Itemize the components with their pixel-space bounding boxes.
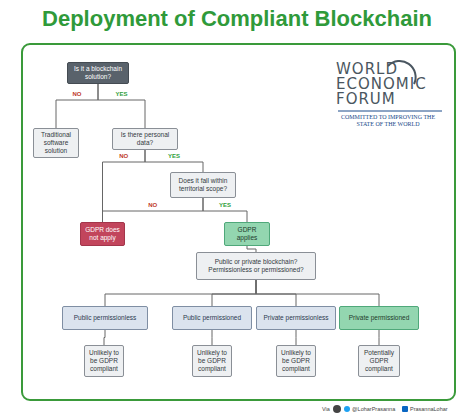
- connector-line: [56, 84, 98, 128]
- outcome-box: Potentially GDPR compliant: [358, 345, 400, 377]
- connector-line: [256, 280, 296, 306]
- outcome-box: Unlikely to be GDPR compliant: [84, 345, 124, 377]
- node-text: Public permissionless: [74, 314, 137, 322]
- connector-line: [203, 198, 247, 222]
- node-text: Does it fall within territorial scope?: [174, 177, 232, 193]
- edge-label: YES: [115, 91, 127, 97]
- connector-line: [104, 330, 105, 345]
- node-text: Private permissionless: [263, 314, 328, 322]
- connector-line: [105, 280, 256, 306]
- connector-line: [103, 198, 204, 222]
- category-box: Private permissioned: [339, 306, 419, 330]
- diagram-title: Deployment of Compliant Blockchain: [0, 6, 474, 32]
- result-box: GDPR does not apply: [80, 222, 125, 246]
- decision-box: Is there personal data?: [112, 128, 178, 150]
- edge-label: NO: [148, 202, 157, 208]
- category-box: Public permissioned: [172, 306, 252, 330]
- node-text: GDPR does not apply: [84, 226, 121, 242]
- credit-text: Via: [322, 406, 334, 412]
- decision-box: Public or private blockchain? Permission…: [196, 252, 316, 280]
- connector-line: [212, 330, 213, 345]
- node-text: Unlikely to be GDPR compliant: [88, 349, 120, 372]
- edge-label: YES: [219, 202, 231, 208]
- category-box: Public permissionless: [62, 306, 148, 330]
- edge-label: NO: [119, 153, 128, 159]
- linkedin-icon: [402, 406, 408, 412]
- logo-tagline: COMMITTED TO IMPROVING THE STATE OF THE …: [332, 114, 444, 128]
- node-text: Unlikely to be GDPR compliant: [280, 349, 312, 372]
- outcome-box: Unlikely to be GDPR compliant: [192, 345, 232, 377]
- category-box: Private permissionless: [256, 306, 336, 330]
- logo-rule: [338, 111, 442, 112]
- outcome-box: Traditional software solution: [33, 128, 79, 158]
- logo-text: WORLD ECONOMIC FORUM: [336, 62, 440, 107]
- node-text: Potentially GDPR compliant: [362, 349, 396, 372]
- connector-line: [212, 280, 256, 306]
- connector-line: [296, 330, 297, 345]
- node-text: Private permissioned: [349, 314, 410, 322]
- edge-label: NO: [73, 91, 82, 97]
- decision-box: Does it fall within territorial scope?: [170, 172, 236, 198]
- node-text: GDPR applies: [228, 226, 266, 242]
- avatar-icon: [333, 405, 341, 413]
- result-box: GDPR applies: [224, 222, 270, 246]
- node-text: Is it a blockchain solution?: [71, 65, 125, 81]
- node-text: Unlikely to be GDPR compliant: [196, 349, 228, 372]
- decision-box: Is it a blockchain solution?: [67, 62, 129, 84]
- node-text: Traditional software solution: [37, 131, 75, 154]
- node-text: Is there personal data?: [116, 131, 174, 147]
- node-text: Public or private blockchain? Permission…: [200, 258, 312, 274]
- connector-line: [379, 330, 380, 345]
- connector-line: [256, 280, 379, 306]
- outcome-box: Unlikely to be GDPR compliant: [276, 345, 316, 377]
- twitter-icon: [344, 406, 350, 412]
- diagram-frame: [22, 44, 455, 400]
- credit-handle: PrasannaLohar: [410, 406, 454, 412]
- credit-handle: @LoharPrasanna: [352, 406, 400, 412]
- connector-line: [98, 84, 145, 128]
- connector-line: [145, 150, 203, 172]
- edge-label: YES: [168, 153, 180, 159]
- node-text: Public permissioned: [183, 314, 241, 322]
